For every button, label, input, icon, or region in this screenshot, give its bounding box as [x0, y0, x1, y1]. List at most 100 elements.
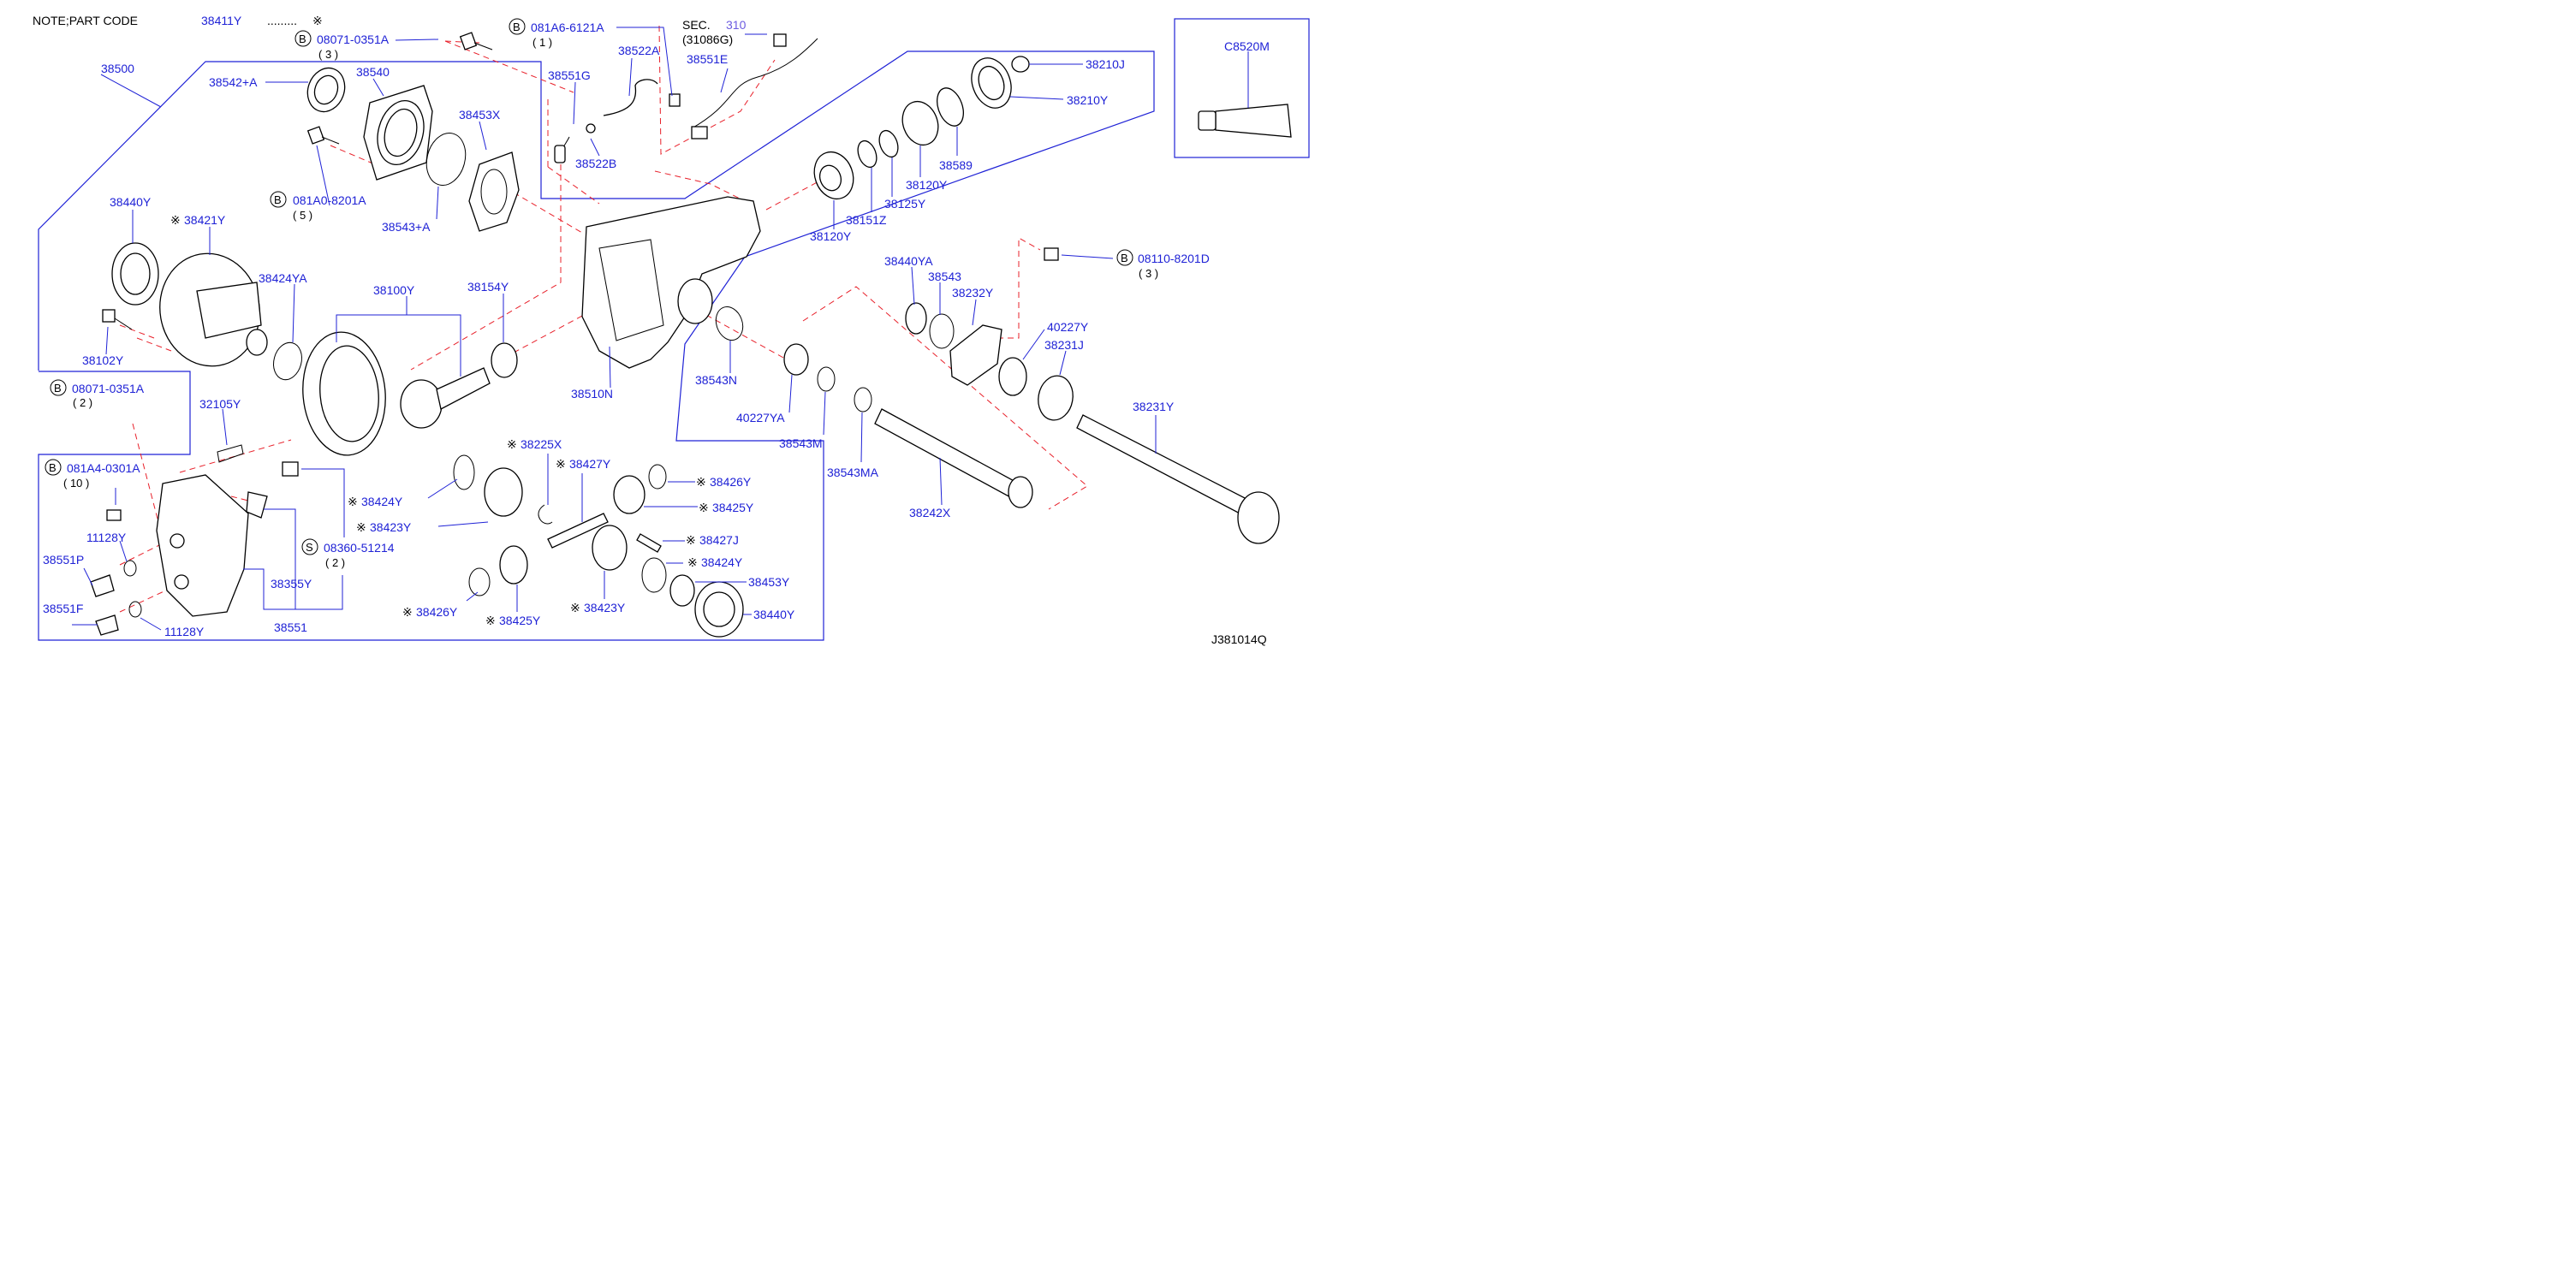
- callout-38543[interactable]: 38543: [928, 270, 961, 283]
- mark-38424Y-a: ※: [348, 495, 358, 508]
- note-label: NOTE;PART CODE: [33, 14, 138, 27]
- stud-32105Y: [217, 444, 244, 463]
- callout-38440Y-b[interactable]: 38440Y: [753, 608, 795, 621]
- callout-38151Z[interactable]: 38151Z: [846, 213, 887, 227]
- callout-38421Y[interactable]: 38421Y: [184, 213, 226, 227]
- callout-38210J[interactable]: 38210J: [1086, 57, 1125, 71]
- bolt-callout-b1[interactable]: B 08071-0351A ( 3 ): [294, 30, 390, 61]
- callout-38500[interactable]: 38500: [101, 62, 134, 75]
- callout-40227Y[interactable]: 40227Y: [1047, 320, 1089, 334]
- pinion-mate-38425Y-b: [499, 545, 528, 585]
- callout-38543MA[interactable]: 38543MA: [827, 466, 879, 479]
- callout-38543M[interactable]: 38543M: [779, 436, 823, 450]
- callout-38120Y-b[interactable]: 38120Y: [810, 229, 852, 243]
- svg-text:08071-0351A: 08071-0351A: [317, 33, 390, 46]
- callout-38522B[interactable]: 38522B: [575, 157, 616, 170]
- svg-text:( 10 ): ( 10 ): [63, 477, 89, 490]
- breather-tube-38551E: [691, 38, 818, 129]
- callout-38232Y[interactable]: 38232Y: [952, 286, 994, 300]
- shim-38424YA: [273, 341, 302, 381]
- callout-38551P[interactable]: 38551P: [43, 553, 84, 567]
- leader-38500: [100, 74, 162, 108]
- callout-38426Y-b[interactable]: 38426Y: [416, 605, 458, 619]
- callout-38522A[interactable]: 38522A: [618, 44, 660, 57]
- callout-38440YA[interactable]: 38440YA: [884, 254, 933, 268]
- callout-38424Y-a[interactable]: 38424Y: [361, 495, 403, 508]
- callout-38424Y-b[interactable]: 38424Y: [701, 555, 743, 569]
- callout-38423Y-a[interactable]: 38423Y: [370, 520, 412, 534]
- retainer-38232Y: [949, 324, 1002, 386]
- callout-38425Y-a[interactable]: 38425Y: [712, 501, 754, 514]
- shaft-38427Y: [547, 513, 609, 549]
- callout-38154Y[interactable]: 38154Y: [467, 280, 509, 294]
- callout-38423Y-b[interactable]: 38423Y: [584, 601, 626, 614]
- callout-38424YA[interactable]: 38424YA: [259, 271, 307, 285]
- bolt-callout-b2[interactable]: B 081A6-6121A ( 1 ): [509, 18, 604, 49]
- svg-text:SEC.: SEC.: [682, 18, 711, 32]
- callout-38231Y[interactable]: 38231Y: [1133, 400, 1175, 413]
- svg-text:081A0-8201A: 081A0-8201A: [293, 193, 366, 207]
- callout-38510N[interactable]: 38510N: [571, 387, 613, 401]
- callout-38453Y[interactable]: 38453Y: [748, 575, 790, 589]
- shim-38424Y-a: [453, 454, 475, 490]
- callout-38543N[interactable]: 38543N: [695, 373, 737, 387]
- callout-38225X[interactable]: 38225X: [521, 437, 562, 451]
- callout-38551G[interactable]: 38551G: [548, 68, 591, 82]
- callout-38427Y[interactable]: 38427Y: [569, 457, 611, 471]
- frame-38500-group: [38, 50, 1155, 641]
- bolt-callout-b5[interactable]: B 08071-0351A ( 2 ): [50, 379, 145, 409]
- bolt-callout-b7[interactable]: S 08360-51214 ( 2 ): [301, 538, 395, 569]
- callout-38426Y-a[interactable]: 38426Y: [710, 475, 752, 489]
- callout-38551F[interactable]: 38551F: [43, 602, 83, 615]
- callout-38120Y-a[interactable]: 38120Y: [906, 178, 948, 192]
- plug-38551F: [95, 614, 119, 636]
- callout-38540[interactable]: 38540: [356, 65, 390, 79]
- spacer-38154Y: [491, 342, 518, 378]
- note-code[interactable]: 38411Y: [201, 14, 242, 27]
- bolt-callout-b6[interactable]: B 081A4-0301A ( 10 ): [45, 459, 140, 490]
- oil-seal-40227Y: [998, 357, 1027, 396]
- callout-38427J[interactable]: 38427J: [699, 533, 739, 547]
- callout-11128Y-a[interactable]: 11128Y: [86, 531, 127, 544]
- washer-38426Y-b: [468, 567, 491, 596]
- section-reference[interactable]: SEC. 310 (31086G): [682, 18, 747, 46]
- callout-38355Y[interactable]: 38355Y: [271, 577, 312, 590]
- bolt-callout-b3[interactable]: B 081A0-8201A ( 5 ): [270, 191, 366, 222]
- rear-differential-parts-diagram: NOTE;PART CODE 38411Y ......... ※: [33, 14, 1310, 646]
- callout-C8520M[interactable]: C8520M: [1224, 39, 1270, 53]
- callout-38542A[interactable]: 38542+A: [209, 75, 258, 89]
- seal-38231J: [1038, 375, 1074, 421]
- callout-38440Y-a[interactable]: 38440Y: [110, 195, 152, 209]
- part-code-note: NOTE;PART CODE 38411Y ......... ※: [33, 14, 323, 27]
- callout-38125Y[interactable]: 38125Y: [884, 197, 926, 211]
- washer-38426Y-a: [648, 464, 667, 490]
- callout-38242X[interactable]: 38242X: [909, 506, 951, 519]
- differential-case-38421Y: [159, 252, 268, 367]
- mark-38423Y-b: ※: [570, 601, 580, 614]
- callout-38210Y[interactable]: 38210Y: [1067, 93, 1109, 107]
- callout-11128Y-b[interactable]: 11128Y: [164, 625, 205, 638]
- callout-38543A[interactable]: 38543+A: [382, 220, 431, 234]
- callout-32105Y[interactable]: 32105Y: [199, 397, 241, 411]
- callout-38100Y[interactable]: 38100Y: [373, 283, 415, 297]
- bolt-38102Y: [102, 309, 133, 330]
- side-gear-38423Y-b: [592, 525, 628, 571]
- svg-text:B: B: [299, 33, 306, 45]
- callout-38551E[interactable]: 38551E: [687, 52, 728, 66]
- callout-38425Y-b[interactable]: 38425Y: [499, 614, 541, 627]
- callout-40227YA[interactable]: 40227YA: [736, 411, 785, 424]
- gasket-38453X: [468, 151, 520, 232]
- o-ring-38543N: [715, 306, 744, 341]
- callout-38231J[interactable]: 38231J: [1044, 338, 1084, 352]
- callout-38102Y[interactable]: 38102Y: [82, 353, 124, 367]
- drive-pinion: [400, 367, 491, 429]
- bolt-callout-b4[interactable]: B 08110-8201D ( 3 ): [1116, 249, 1210, 280]
- rear-cover: [106, 474, 249, 617]
- note-dots: .........: [267, 14, 297, 27]
- callout-38453X[interactable]: 38453X: [459, 108, 501, 122]
- svg-text:B: B: [1121, 252, 1128, 264]
- callout-38551[interactable]: 38551: [274, 620, 307, 634]
- mark-38427Y: ※: [556, 457, 566, 471]
- callout-38589[interactable]: 38589: [939, 158, 973, 172]
- plug-38551P: [90, 574, 115, 597]
